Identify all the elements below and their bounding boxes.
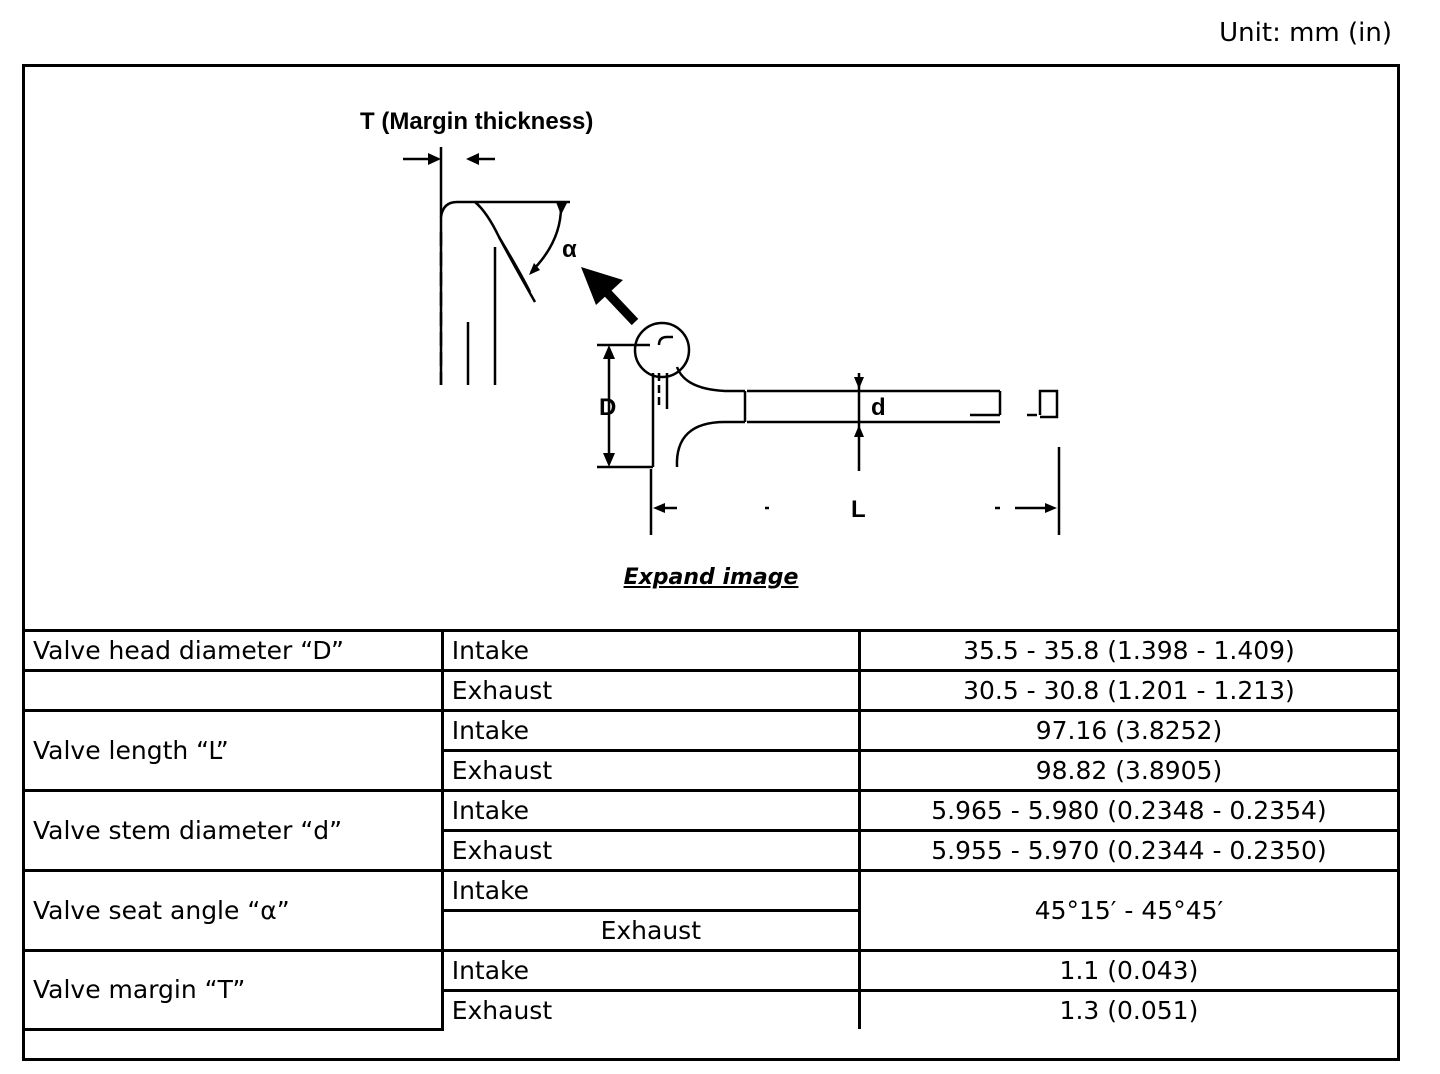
- table-row: Valve length “L” Intake 97.16 (3.8252): [25, 709, 1397, 792]
- variant-cell: Exhaust: [440, 669, 861, 712]
- valve-diagram-svg: T (Margin thickness) α D d L: [360, 108, 1061, 535]
- table-row: Exhaust 30.5 - 30.8 (1.201 - 1.213): [25, 669, 1397, 712]
- variant-cell: Exhaust: [442, 829, 861, 872]
- table-row: Exhaust: [25, 909, 1397, 952]
- table-row: Valve stem diameter “d” Intake 5.965 - 5…: [25, 789, 1397, 872]
- table-row: Exhaust 5.955 - 5.970 (0.2344 - 0.2350): [25, 829, 1397, 872]
- stem-diameter-label: d: [871, 394, 886, 421]
- variant-cell: Exhaust: [442, 989, 861, 1029]
- table-row: Valve head diameter “D” Intake 35.5 - 35…: [25, 632, 1397, 672]
- variant-cell: Intake: [440, 949, 861, 992]
- unit-label: Unit: mm (in): [1219, 18, 1392, 48]
- value-cell: 5.955 - 5.970 (0.2344 - 0.2350): [857, 829, 1397, 872]
- value-cell: 35.5 - 35.8 (1.398 - 1.409): [857, 632, 1397, 672]
- variant-cell: Intake: [440, 709, 861, 752]
- variant-cell: Intake: [440, 869, 861, 912]
- param-cell: Valve stem diameter “d”: [25, 789, 444, 872]
- value-cell: 1.1 (0.043): [857, 949, 1397, 992]
- param-cell: Valve seat angle “α”: [25, 869, 444, 952]
- table-row: Exhaust 98.82 (3.8905): [25, 749, 1397, 792]
- param-cell: Valve margin “T”: [25, 949, 444, 1031]
- variant-cell: Exhaust: [442, 749, 861, 792]
- margin-thickness-label: T (Margin thickness): [360, 108, 593, 135]
- valve-diagram: T (Margin thickness) α D d L Expand imag…: [25, 67, 1397, 632]
- value-cell: 45°15′ - 45°45′: [857, 869, 1397, 952]
- alpha-label: α: [562, 236, 577, 263]
- value-cell: 5.965 - 5.980 (0.2348 - 0.2354): [857, 789, 1397, 832]
- param-cell: Valve length “L”: [25, 709, 444, 792]
- value-cell: 30.5 - 30.8 (1.201 - 1.213): [857, 669, 1397, 712]
- valve-spec-table: Valve head diameter “D” Intake 35.5 - 35…: [25, 632, 1397, 1031]
- value-cell: 97.16 (3.8252): [857, 709, 1397, 752]
- table-row: Exhaust 1.3 (0.051): [25, 989, 1397, 1029]
- table-row: Valve margin “T” Intake 1.1 (0.043): [25, 949, 1397, 1031]
- param-cell: Valve head diameter “D”: [25, 632, 444, 672]
- length-label: L: [851, 496, 866, 523]
- variant-cell: Intake: [440, 789, 861, 832]
- param-cell: [25, 669, 444, 712]
- value-cell: 98.82 (3.8905): [857, 749, 1397, 792]
- head-diameter-label: D: [599, 394, 616, 421]
- variant-cell: Exhaust: [442, 909, 860, 952]
- value-cell: 1.3 (0.051): [857, 989, 1397, 1029]
- table-row: Valve seat angle “α” Intake 45°15′ - 45°…: [25, 869, 1397, 952]
- spec-frame: T (Margin thickness) α D d L Expand imag…: [22, 64, 1400, 1061]
- variant-cell: Intake: [440, 632, 861, 672]
- expand-image-link[interactable]: Expand image: [623, 565, 799, 590]
